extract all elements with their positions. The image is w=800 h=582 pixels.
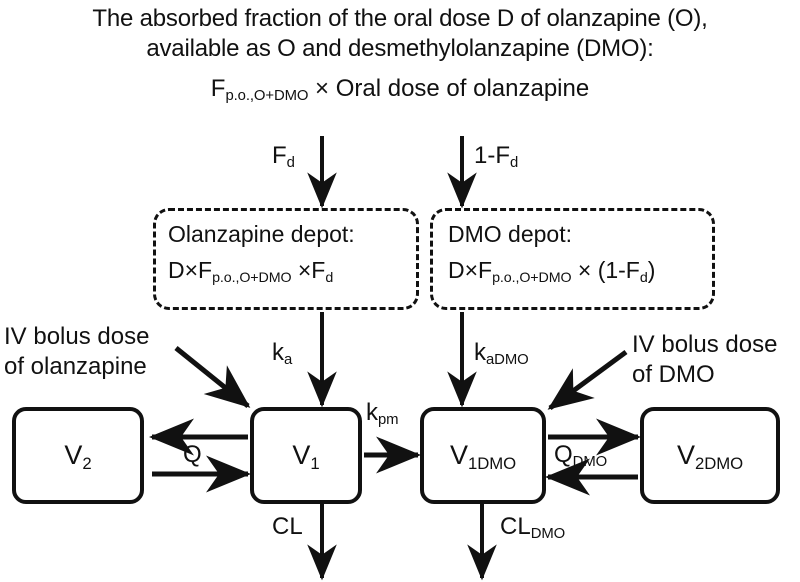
kadmo-label-subscript: aDMO bbox=[486, 352, 529, 369]
dmo-depot-formula-prefix: D×F bbox=[448, 257, 493, 283]
qdmo-label: QDMO bbox=[554, 440, 607, 473]
cldmo-label-text: CL bbox=[500, 513, 531, 540]
one-minus-fd-label: 1-Fd bbox=[474, 141, 518, 174]
dmo-depot-title: DMO depot: bbox=[448, 221, 572, 247]
fd-label-subscript: d bbox=[286, 155, 295, 172]
compartment-v2-label: V2 bbox=[64, 440, 92, 474]
header-line-2: available as O and desmethylolanzapine (… bbox=[146, 35, 654, 62]
header-formula-subscript: p.o.,O+DMO bbox=[225, 88, 309, 105]
compartment-v1dmo: V1DMO bbox=[420, 407, 546, 504]
qdmo-label-subscript: DMO bbox=[572, 454, 608, 471]
compartment-v1dmo-label: V1DMO bbox=[450, 440, 516, 474]
ka-label-text: k bbox=[272, 339, 284, 366]
header-line-1: The absorbed fraction of the oral dose D… bbox=[92, 5, 708, 32]
cl-label: CL bbox=[272, 513, 303, 540]
olanzapine-depot-title: Olanzapine depot: bbox=[168, 221, 355, 247]
one-minus-fd-text: 1-F bbox=[474, 142, 510, 169]
olanzapine-depot-formula-prefix: D×F bbox=[168, 257, 213, 283]
dmo-depot-formula-suffix-sub: d bbox=[639, 270, 648, 287]
olanzapine-depot-formula: D×Fp.o.,O+DMO ×Fd bbox=[168, 256, 333, 289]
compartment-v2dmo-label: V2DMO bbox=[677, 440, 743, 474]
arrow-iv-bolus-olanzapine-to-v1 bbox=[174, 346, 251, 408]
dmo-depot-formula-sub: p.o.,O+DMO bbox=[492, 270, 572, 287]
ka-label: ka bbox=[272, 338, 292, 371]
fd-label-text: F bbox=[272, 142, 287, 169]
olanzapine-depot-box bbox=[153, 208, 419, 310]
compartment-v1-label: V1 bbox=[292, 440, 320, 474]
kpm-label-subscript: pm bbox=[378, 412, 399, 429]
header-formula-F: F bbox=[210, 75, 226, 102]
arrow-iv-bolus-dmo-to-v1dmo bbox=[547, 349, 628, 411]
kadmo-label-text: k bbox=[474, 339, 486, 366]
kpm-label: kpm bbox=[366, 398, 399, 431]
kpm-label-text: k bbox=[366, 399, 378, 426]
olanzapine-depot-formula-suffix-sub: d bbox=[325, 270, 334, 287]
header-formula-suffix: × Oral dose of olanzapine bbox=[308, 75, 590, 102]
fd-label: Fd bbox=[272, 141, 295, 174]
one-minus-fd-subscript: d bbox=[510, 155, 519, 172]
q-label: Q bbox=[183, 441, 202, 468]
kadmo-label: kaDMO bbox=[474, 338, 529, 371]
compartment-v2dmo: V2DMO bbox=[640, 407, 780, 504]
dmo-depot-formula-suffix: × (1-F bbox=[571, 257, 640, 283]
dmo-depot-formula-tail: ) bbox=[647, 257, 656, 283]
cldmo-label: CLDMO bbox=[500, 512, 565, 545]
cldmo-label-subscript: DMO bbox=[530, 526, 566, 543]
iv-bolus-olanzapine-line1: IV bolus dose bbox=[4, 323, 150, 350]
ka-label-subscript: a bbox=[284, 352, 293, 369]
olanzapine-depot-formula-suffix: ×F bbox=[291, 257, 326, 283]
iv-bolus-dmo-line1: IV bolus dose bbox=[632, 331, 778, 358]
compartment-v2: V2 bbox=[12, 407, 144, 504]
iv-bolus-olanzapine-line2: of olanzapine bbox=[4, 353, 147, 380]
compartment-v1: V1 bbox=[250, 407, 362, 504]
qdmo-label-text: Q bbox=[554, 441, 573, 468]
dmo-depot-box bbox=[430, 208, 715, 310]
olanzapine-depot-formula-sub: p.o.,O+DMO bbox=[212, 270, 292, 287]
header-dose-formula: Fp.o.,O+DMO × Oral dose of olanzapine bbox=[0, 74, 800, 107]
dmo-depot-formula: D×Fp.o.,O+DMO × (1-Fd) bbox=[448, 256, 655, 289]
iv-bolus-dmo-line2: of DMO bbox=[632, 361, 715, 388]
